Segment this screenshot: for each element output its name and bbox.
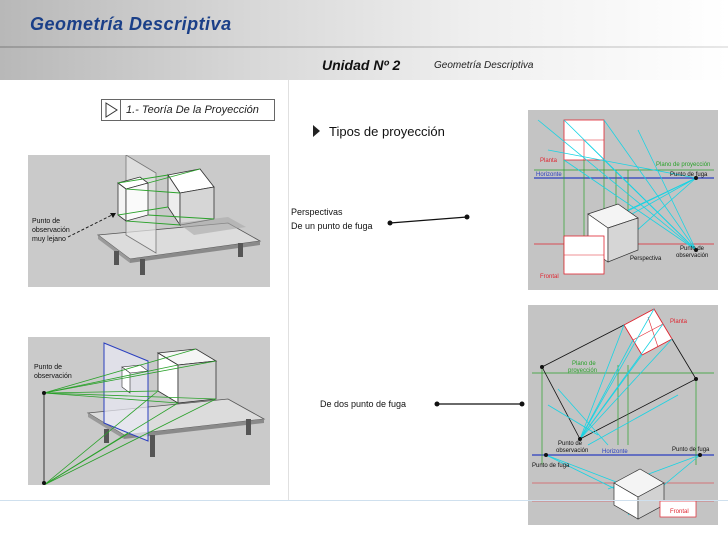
label-one-vanishing: De un punto de fuga [291, 221, 373, 231]
fig4-label-fuga-left: Punto de fuga [532, 463, 570, 469]
fig3-label-fuga: Punto de fuga [670, 172, 708, 178]
column-divider [288, 80, 289, 500]
label-two-vanishing: De dos punto de fuga [320, 399, 407, 409]
fig4-label-frontal: Frontal [670, 509, 689, 515]
footer-divider [0, 500, 728, 501]
fig3-label-frontal: Frontal [540, 274, 559, 280]
fig3-label-planta: Planta [540, 158, 558, 164]
unit-subtitle: Geometría Descriptiva [434, 60, 534, 71]
fig3-label-perspectiva: Perspectiva [630, 256, 662, 262]
fig3-label-plano: Plano de proyección [656, 162, 710, 168]
unit-label: Unidad Nº 2 [322, 57, 401, 73]
nav-theory-label: 1.- Teoría De la Proyección [126, 104, 259, 116]
connector-one [387, 214, 470, 226]
fig4-label-fuga-right: Punto de fuga [672, 447, 710, 453]
fig3-label-horizonte: Horizonte [536, 172, 562, 178]
play-triangle-icon [102, 100, 121, 120]
connector-two [434, 401, 525, 407]
label-perspectivas: Perspectivas [291, 207, 343, 217]
fig4-label-planta: Planta [670, 319, 688, 325]
figure-one-vanishing-point: Planta Plano de proyección Horizonte Pun… [528, 110, 718, 290]
bullet-arrow-icon [313, 125, 320, 137]
nav-theory-button[interactable]: 1.- Teoría De la Proyección [101, 99, 275, 121]
page-title: Geometría Descriptiva [30, 14, 232, 34]
header-divider [0, 46, 728, 48]
section-title: Tipos de proyección [329, 124, 445, 139]
fig4-label-horizonte: Horizonte [602, 449, 628, 455]
header-band [0, 0, 728, 80]
